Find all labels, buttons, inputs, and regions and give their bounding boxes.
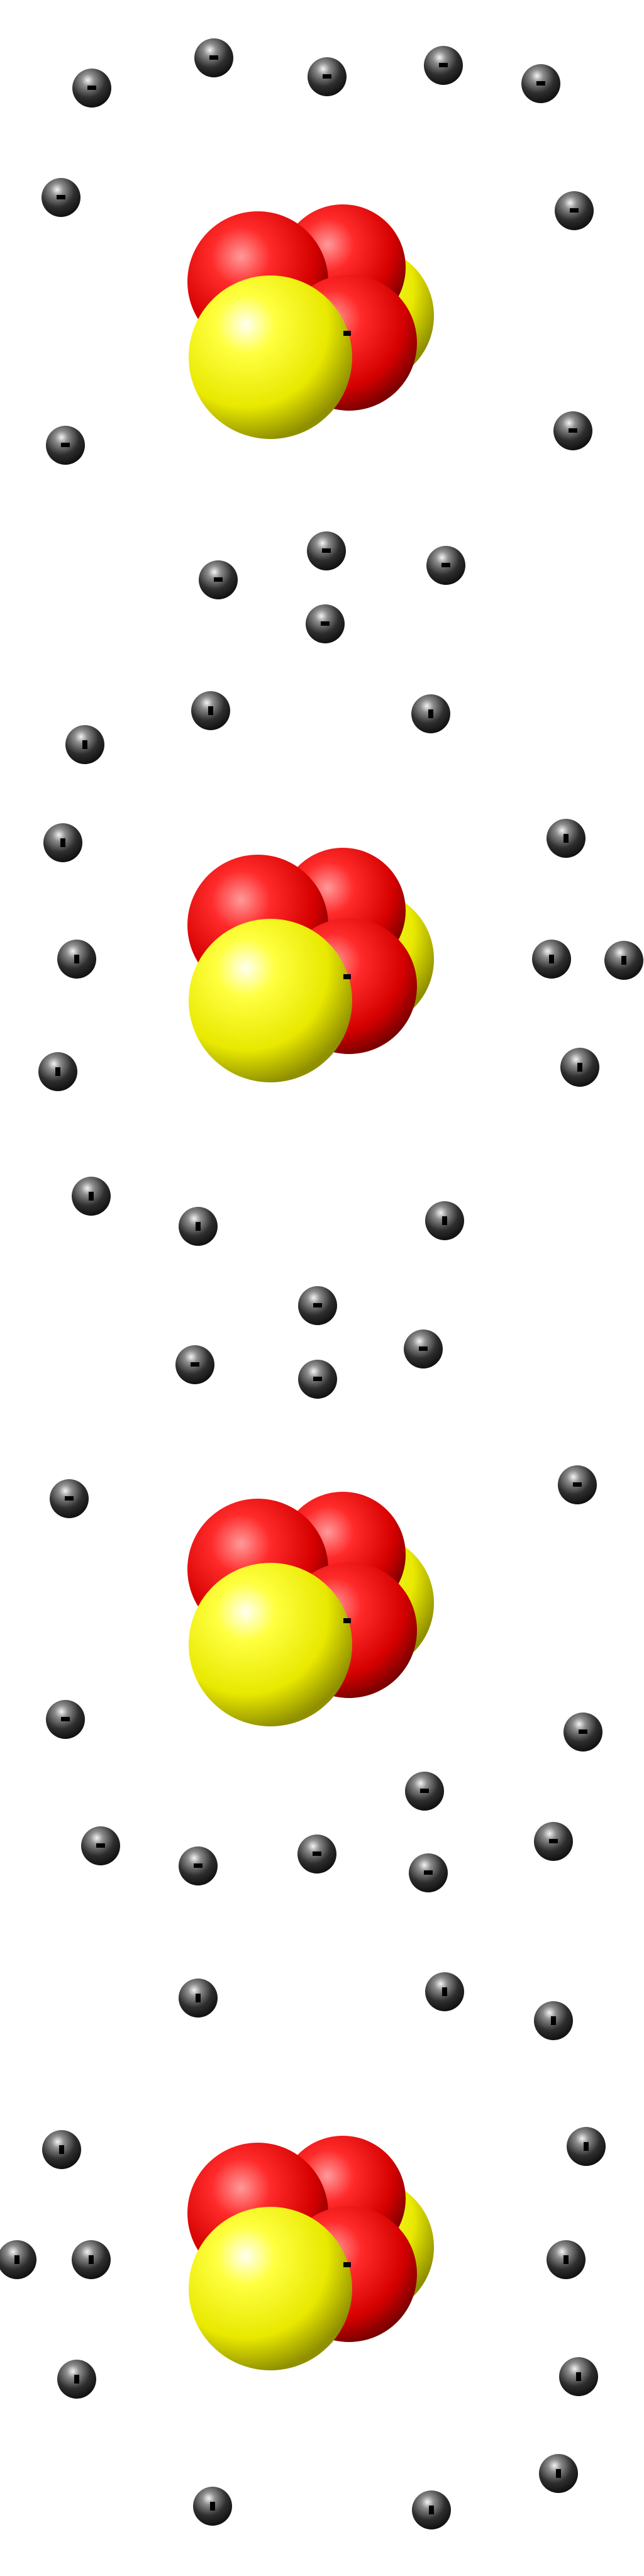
small-sphere: [179, 1979, 218, 2018]
small-sphere: [539, 2454, 578, 2493]
small-sphere: [65, 725, 104, 764]
small-sphere: [0, 2240, 36, 2279]
small-sphere: [72, 1177, 111, 1216]
small-sphere: [38, 1052, 77, 1091]
small-sphere: [298, 1286, 337, 1325]
panel-1: [42, 38, 594, 643]
small-sphere: [199, 560, 238, 599]
small-sphere: [534, 1822, 573, 1861]
small-sphere: [307, 531, 346, 570]
small-sphere: [179, 1207, 218, 1246]
molecule-cluster: [187, 204, 434, 439]
small-sphere: [409, 1853, 448, 1892]
small-sphere: [42, 178, 80, 217]
small-sphere: [57, 2360, 96, 2399]
small-sphere: [564, 1713, 602, 1752]
small-sphere: [298, 1360, 337, 1399]
small-sphere: [50, 1479, 89, 1518]
small-sphere: [424, 46, 463, 85]
small-sphere: [558, 1465, 597, 1504]
center-marker: [343, 974, 351, 979]
small-sphere: [426, 546, 465, 585]
small-sphere: [567, 2127, 606, 2166]
small-sphere: [308, 57, 347, 96]
small-sphere: [43, 823, 82, 862]
small-sphere: [306, 604, 345, 643]
small-sphere: [405, 1772, 444, 1811]
small-sphere: [179, 1846, 218, 1885]
small-sphere: [547, 2240, 586, 2279]
center-marker: [343, 1618, 351, 1623]
molecule-cluster: [187, 1492, 434, 1726]
small-sphere: [46, 426, 85, 465]
small-sphere: [194, 38, 233, 77]
small-sphere: [555, 191, 594, 230]
small-sphere: [46, 1700, 85, 1739]
center-marker: [343, 2262, 351, 2267]
yellow-sphere: [189, 275, 352, 439]
molecule-cluster: [187, 848, 434, 1082]
small-sphere: [191, 691, 230, 730]
small-sphere: [553, 411, 592, 450]
yellow-sphere: [189, 1563, 352, 1726]
panel-2: [38, 691, 643, 1368]
yellow-sphere: [189, 919, 352, 1082]
small-sphere: [193, 2487, 232, 2526]
small-sphere: [532, 940, 571, 979]
small-sphere: [560, 1048, 599, 1087]
small-sphere: [297, 1835, 336, 1874]
small-sphere: [559, 2357, 598, 2396]
molecule-cluster: [187, 2136, 434, 2370]
small-sphere: [404, 1330, 443, 1368]
small-sphere: [604, 941, 643, 980]
small-sphere: [412, 2490, 451, 2529]
small-sphere: [547, 819, 586, 858]
yellow-sphere: [189, 2207, 352, 2370]
panel-3: [46, 1345, 602, 2040]
small-sphere: [521, 64, 560, 103]
center-marker: [343, 331, 351, 336]
small-sphere: [425, 1201, 464, 1240]
small-sphere: [175, 1345, 214, 1384]
small-sphere: [72, 69, 111, 108]
small-sphere: [81, 1826, 120, 1865]
small-sphere: [411, 694, 450, 733]
small-sphere: [57, 940, 96, 979]
panel-4: [0, 2127, 606, 2529]
small-sphere: [72, 2240, 111, 2279]
small-sphere: [425, 1972, 464, 2011]
small-sphere: [42, 2130, 81, 2169]
small-sphere: [534, 2001, 573, 2040]
